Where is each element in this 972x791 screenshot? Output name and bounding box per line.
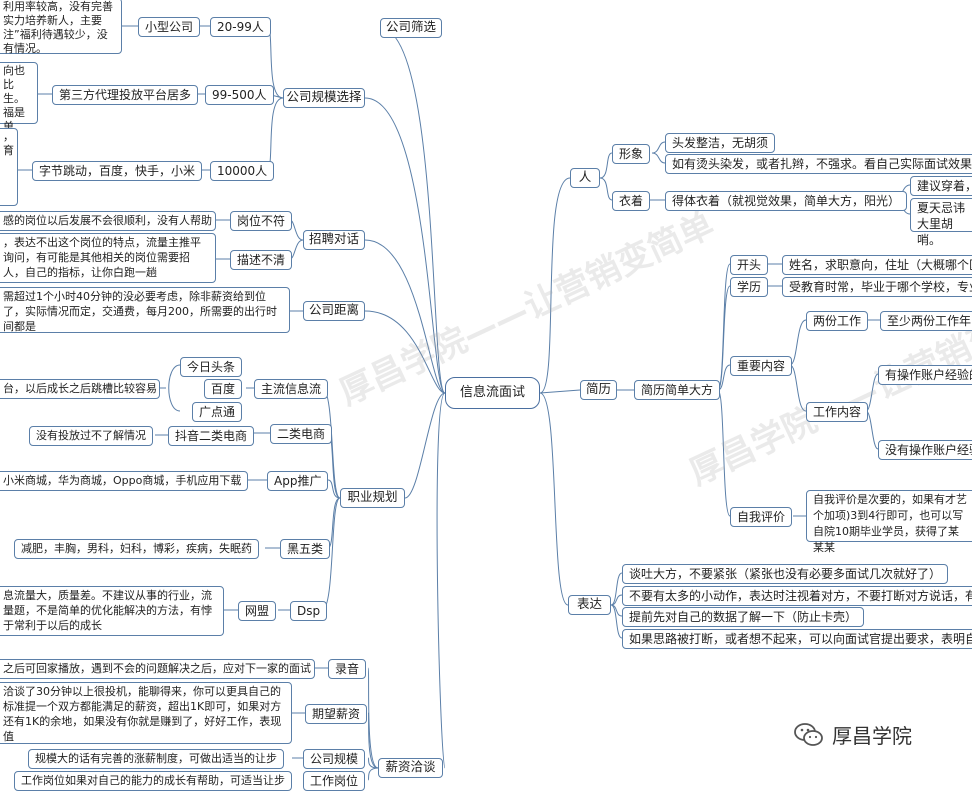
two-jobs-node[interactable]: 两份工作 — [806, 311, 869, 331]
resume-head-node[interactable]: 开头 — [730, 255, 769, 275]
image-node[interactable]: 形象 — [612, 144, 651, 164]
express-item-2[interactable]: 不要有太多的小动作，表达时注视着对方，不要打断对方说话，有意 — [622, 586, 972, 606]
resume-summary[interactable]: 简历简单大方 — [634, 380, 721, 400]
express-item-4[interactable]: 如果思路被打断，或者想不起来，可以向面试官提出要求，表明自己 — [622, 629, 972, 649]
record-node[interactable]: 录音 — [328, 659, 367, 679]
company-filter-node[interactable]: 公司筛选 — [380, 18, 442, 38]
post-note: 工作岗位如果对自己的能力的成长有帮助，可适当让步 — [14, 771, 292, 791]
person-node[interactable]: 人 — [570, 168, 600, 188]
resume-edu-note[interactable]: 受教育时常，毕业于哪个学校，专业 — [782, 277, 972, 297]
expect-salary-node[interactable]: 期望薪资 — [305, 704, 368, 724]
large-company-node[interactable]: 字节跳动，百度，快手，小米 — [32, 161, 203, 181]
express-item-3[interactable]: 提前先对自己的数据了解一下（防止卡壳） — [622, 607, 865, 627]
agency-node[interactable]: 第三方代理投放平台居多 — [52, 85, 199, 105]
second-ecommerce-note: 没有投放过不了解情况 — [29, 426, 153, 446]
image-item-dye[interactable]: 如有烫头染发，或者扎辫，不强求。看自己实际面试效果 — [665, 154, 972, 174]
mainstream-note: 台，以后成长之后跳槽比较容易 — [0, 379, 160, 399]
douyin-ecommerce-node[interactable]: 抖音二类电商 — [168, 426, 255, 446]
post-node[interactable]: 工作岗位 — [303, 771, 366, 791]
small-company-note: 利用率较高，没有完善实力培养新人，主要注”福利待遇较少，没有情况。 — [0, 0, 122, 55]
mainstream-node[interactable]: 主流信息流 — [254, 379, 329, 399]
express-node[interactable]: 表达 — [568, 595, 611, 615]
express-item-1[interactable]: 谈吐大方，不要紧张（紧张也没有必要多面试几次就好了） — [622, 564, 949, 584]
two-jobs-note[interactable]: 至少两份工作年限 — [880, 311, 972, 331]
small-company-node[interactable]: 小型公司 — [138, 17, 201, 37]
wechat-icon — [794, 722, 823, 746]
resume-head-note[interactable]: 姓名，求职意向，住址（大概哪个区 — [782, 255, 972, 275]
salary-node[interactable]: 薪资洽谈 — [378, 758, 443, 778]
work-content-node[interactable]: 工作内容 — [806, 402, 869, 422]
resume-edu-node[interactable]: 学历 — [730, 277, 769, 297]
brand-logo: 厚昌学院 — [794, 720, 912, 749]
with-experience-node[interactable]: 有操作账户经验的 — [878, 365, 972, 385]
distance-note: 需超过1个小时40分钟的没必要考虑，除非薪资给到位了，实际情况而定，交通费，每月… — [0, 287, 290, 333]
scale-note: 规模大的话有完善的涨薪制度，可做出适当的让步 — [28, 749, 284, 769]
unclear-node[interactable]: 描述不清 — [230, 250, 293, 270]
black5-note: 减肥，丰胸，男科，妇科，博彩，疾病，失眠药 — [14, 539, 259, 559]
resume-node[interactable]: 简历 — [580, 380, 617, 400]
dress-sub-2[interactable]: 夏天忌讳大里胡哨。 — [910, 198, 972, 247]
career-node[interactable]: 职业规划 — [340, 488, 405, 508]
mismatch-node[interactable]: 岗位不符 — [230, 211, 293, 231]
root-node[interactable]: 信息流面试 — [445, 377, 540, 409]
brand-name: 厚昌学院 — [832, 724, 912, 748]
recruit-node[interactable]: 招聘对话 — [303, 230, 365, 250]
black5-node[interactable]: 黑五类 — [280, 539, 331, 559]
large-company-note: ，育 — [0, 128, 18, 206]
dsp-note: 息流量大，质量差。不建议从事的行业，流量题，不是简单的优化能解决的方法，有悖于常… — [0, 586, 224, 636]
self-eval-node[interactable]: 自我评价 — [730, 507, 793, 527]
large-company-count[interactable]: 10000人 — [210, 161, 275, 181]
wangmeng-node[interactable]: 网盟 — [238, 601, 277, 621]
app-promo-note: 小米商城，华为商城，Oppo商城，手机应用下载 — [0, 471, 248, 491]
agency-note: 向也比生。福是单 — [0, 62, 38, 133]
dsp-node[interactable]: Dsp — [290, 601, 328, 621]
distance-node[interactable]: 公司距离 — [303, 301, 365, 321]
second-ecommerce-node[interactable]: 二类电商 — [270, 424, 333, 444]
company-size-node[interactable]: 公司规模选择 — [283, 88, 365, 108]
image-item-hair[interactable]: 头发整洁，无胡须 — [665, 133, 776, 153]
unclear-note: ，表达不出这个岗位的特点，流量主推平询问，有可能是其他相关的岗位需要招人，自己的… — [0, 233, 216, 283]
scale-node[interactable]: 公司规模 — [303, 749, 366, 769]
mainstream-item-gdt[interactable]: 广点通 — [192, 402, 243, 422]
expect-salary-note: 洽谈了30分钟以上很投机，能聊得来，你可以更具自己的标准提一个双方都能满足的薪资… — [0, 682, 292, 744]
self-eval-note[interactable]: 自我评价是次要的，如果有才艺个加项)3到4行即可，也可以写自院10期毕业学员，获… — [806, 490, 972, 554]
mainstream-item-baidu[interactable]: 百度 — [204, 379, 243, 399]
mismatch-note: 感的岗位以后发展不会很顺利，没有人帮助 — [0, 211, 216, 231]
dress-item[interactable]: 得体衣着（就视觉效果，简单大方，阳光） — [665, 191, 908, 211]
dress-node[interactable]: 衣着 — [612, 191, 651, 211]
key-content-node[interactable]: 重要内容 — [730, 356, 793, 376]
record-note: 之后可回家播放，遇到不会的问题解决之后，应对下一家的面试 — [0, 659, 315, 679]
without-experience-node[interactable]: 没有操作账户经验 — [878, 440, 972, 460]
dress-sub-1[interactable]: 建议穿着， — [910, 176, 972, 196]
mainstream-item-toutiao[interactable]: 今日头条 — [180, 357, 243, 377]
app-promo-node[interactable]: App推广 — [267, 471, 329, 491]
agency-count[interactable]: 99-500人 — [205, 85, 274, 105]
small-company-count[interactable]: 20-99人 — [210, 17, 271, 37]
